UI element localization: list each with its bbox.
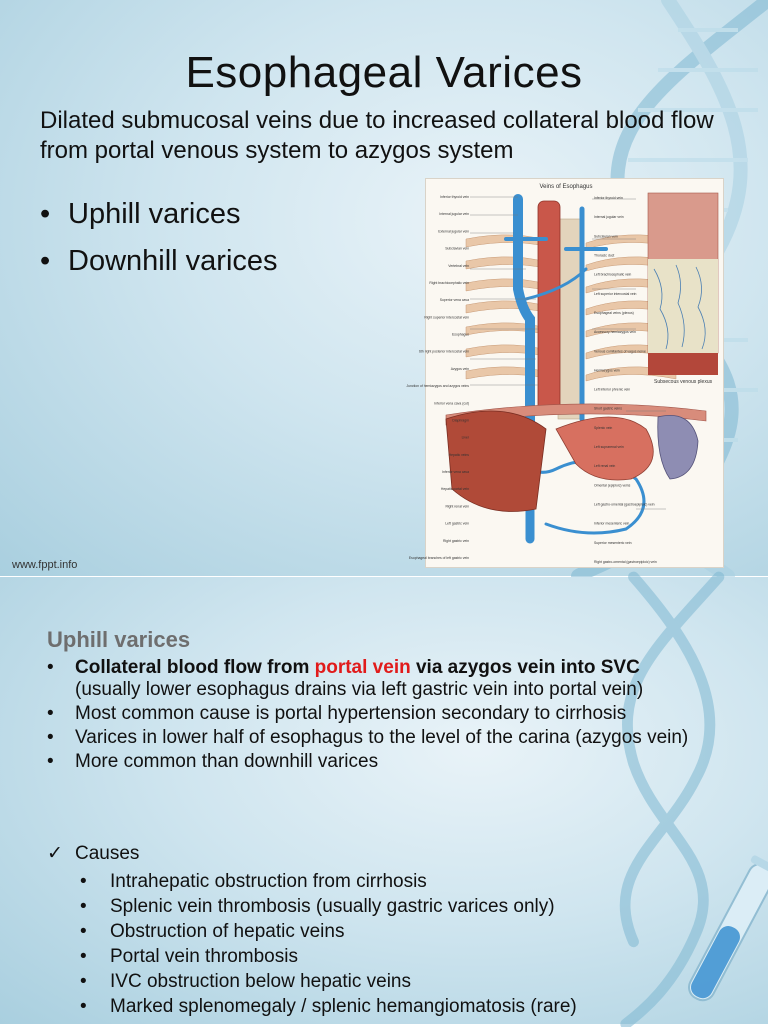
figure-label: Esophageal branches of left gastric vein	[409, 556, 469, 560]
figure-label: Right superior intercostal vein	[424, 315, 469, 319]
figure-label: Subclavian vein	[445, 247, 469, 251]
figure-label: Hepatic veins	[449, 453, 470, 457]
slide-title: Esophageal Varices	[185, 48, 583, 97]
figure-label: Vertebral vein	[448, 264, 469, 268]
figure-label: Subclavian vein	[594, 234, 618, 238]
bullet-text: Most common cause is portal hypertension…	[75, 703, 627, 724]
portal-vein-highlight: portal vein	[314, 657, 411, 678]
bullet-text: Varices in lower half of esophagus to th…	[75, 727, 689, 748]
cause-item: •IVC obstruction below hepatic veins	[80, 971, 411, 992]
bullet-text: Downhill varices	[68, 245, 278, 277]
bullet-text: More common than downhill varices	[75, 751, 379, 772]
figure-label: Junction of hemiazygos and azygos veins	[406, 384, 469, 388]
bullet-strong-pre: Collateral blood flow from	[75, 657, 315, 678]
cause-text: Obstruction of hepatic veins	[110, 921, 345, 942]
cause-text: Intrahepatic obstruction from cirrhosis	[110, 871, 427, 892]
slide-1: Esophageal Varices Dilated submucosal ve…	[0, 0, 768, 583]
figure-label: Accessory hemiazygos vein	[594, 330, 636, 334]
cause-item: •Intrahepatic obstruction from cirrhosis	[80, 871, 427, 892]
section-heading: Uphill varices	[47, 627, 191, 652]
figure-label: 6th right posterior intercostal vein	[419, 350, 469, 354]
cause-item: •Marked splenomegaly / splenic hemangiom…	[80, 996, 577, 1017]
causes-header: ✓ Causes	[47, 842, 139, 865]
cause-text: Marked splenomegaly / splenic hemangioma…	[110, 996, 577, 1017]
figure-label: Inferior thyroid vein	[440, 195, 469, 199]
dna-helix-decoration	[619, 571, 725, 1027]
bullet-item: • Collateral blood flow from portal vein…	[47, 657, 644, 700]
bullet-item: •More common than downhill varices	[47, 751, 379, 772]
figure-label: Left superior intercostal vein	[594, 292, 637, 296]
slide-2: Uphill varices • Collateral blood flow f…	[0, 571, 768, 1027]
bullet-item: •Uphill varices	[40, 198, 241, 230]
figure-label: Azygos vein	[451, 367, 469, 371]
figure-label: Diaphragm	[452, 419, 469, 423]
checkmark-icon: ✓	[47, 843, 63, 864]
bullet-list: •Uphill varices •Downhill varices	[40, 198, 278, 292]
figure-label: Omental (epiploic) veins	[594, 483, 631, 487]
figure-label: Left inferior phrenic vein	[594, 388, 630, 392]
figure-label: Hemiazygos vein	[594, 368, 620, 372]
figure-title: Veins of Esophagus	[539, 184, 592, 190]
bullet-note: (usually lower esophagus drains via left…	[75, 679, 644, 700]
figure-label: Left suprarenal vein	[594, 445, 624, 449]
figure-label: Splenic vein	[594, 426, 612, 430]
bullet-text: Uphill varices	[68, 198, 241, 230]
figure-label: Hepatic portal vein	[441, 487, 469, 491]
footer-url: www.fppt.info	[12, 559, 78, 571]
cause-text: Portal vein thrombosis	[110, 946, 298, 967]
figure-label: Venous comitantes of vagus nerve	[594, 349, 646, 353]
figure-label: Right renal vein	[445, 504, 469, 508]
figure-label: Liver	[462, 436, 470, 440]
causes-list: •Intrahepatic obstruction from cirrhosis…	[80, 869, 720, 1019]
slide-subtitle: Dilated submucosal veins due to increase…	[40, 107, 714, 164]
cause-item: •Portal vein thrombosis	[80, 946, 298, 967]
cause-text: IVC obstruction below hepatic veins	[110, 971, 411, 992]
figure-label: Left renal vein	[594, 464, 615, 468]
figure-label: Superior vena cava	[440, 298, 469, 302]
figure-label: Esophageal veins (plexus)	[594, 311, 634, 315]
figure-label: Inferior thyroid vein	[594, 196, 623, 200]
figure-label: Right gastro-omental (gastroepiploic) ve…	[594, 560, 657, 564]
figure-label: External jugular vein	[438, 229, 469, 233]
figure-label: Inferior mesenteric vein	[594, 522, 629, 526]
figure-label: Superior mesenteric vein	[594, 541, 632, 545]
figure-label: Internal jugular vein	[594, 215, 624, 219]
figure-label: Right brachiocephalic vein	[429, 281, 469, 285]
test-tube-icon	[688, 855, 768, 1002]
figure-label: Right gastric vein	[443, 539, 469, 543]
figure-label: Inferior vena cava	[442, 470, 469, 474]
cause-item: •Obstruction of hepatic veins	[80, 921, 345, 942]
bullet-item: •Downhill varices	[40, 245, 278, 277]
cause-item: •Splenic vein thrombosis (usually gastri…	[80, 896, 555, 917]
figure-label: Left gastric vein	[445, 522, 469, 526]
uphill-bullet-list: • Collateral blood flow from portal vein…	[47, 657, 747, 775]
figure-label: Left brachiocephalic vein	[594, 273, 631, 277]
figure-label: Esophagus	[452, 333, 469, 337]
figure-label: Inferior vena cava (cut)	[434, 401, 469, 405]
causes-label: Causes	[75, 843, 140, 864]
bullet-strong-post: via azygos vein into SVC	[410, 657, 640, 678]
inset-label: Subsecous venous plexus	[654, 379, 713, 385]
figure-label: Short gastric veins	[594, 407, 622, 411]
bullet-item: •Most common cause is portal hypertensio…	[47, 703, 627, 724]
figure-label: Left gastro-omental (gastroepiploic) vei…	[594, 503, 655, 507]
figure-label: Thoracic duct	[594, 254, 614, 258]
veins-of-esophagus-illustration: Veins of Esophagus	[406, 178, 724, 568]
bullet-item: •Varices in lower half of esophagus to t…	[47, 727, 689, 748]
cause-text: Splenic vein thrombosis (usually gastric…	[110, 896, 555, 917]
figure-label: Internal jugular vein	[439, 212, 469, 216]
